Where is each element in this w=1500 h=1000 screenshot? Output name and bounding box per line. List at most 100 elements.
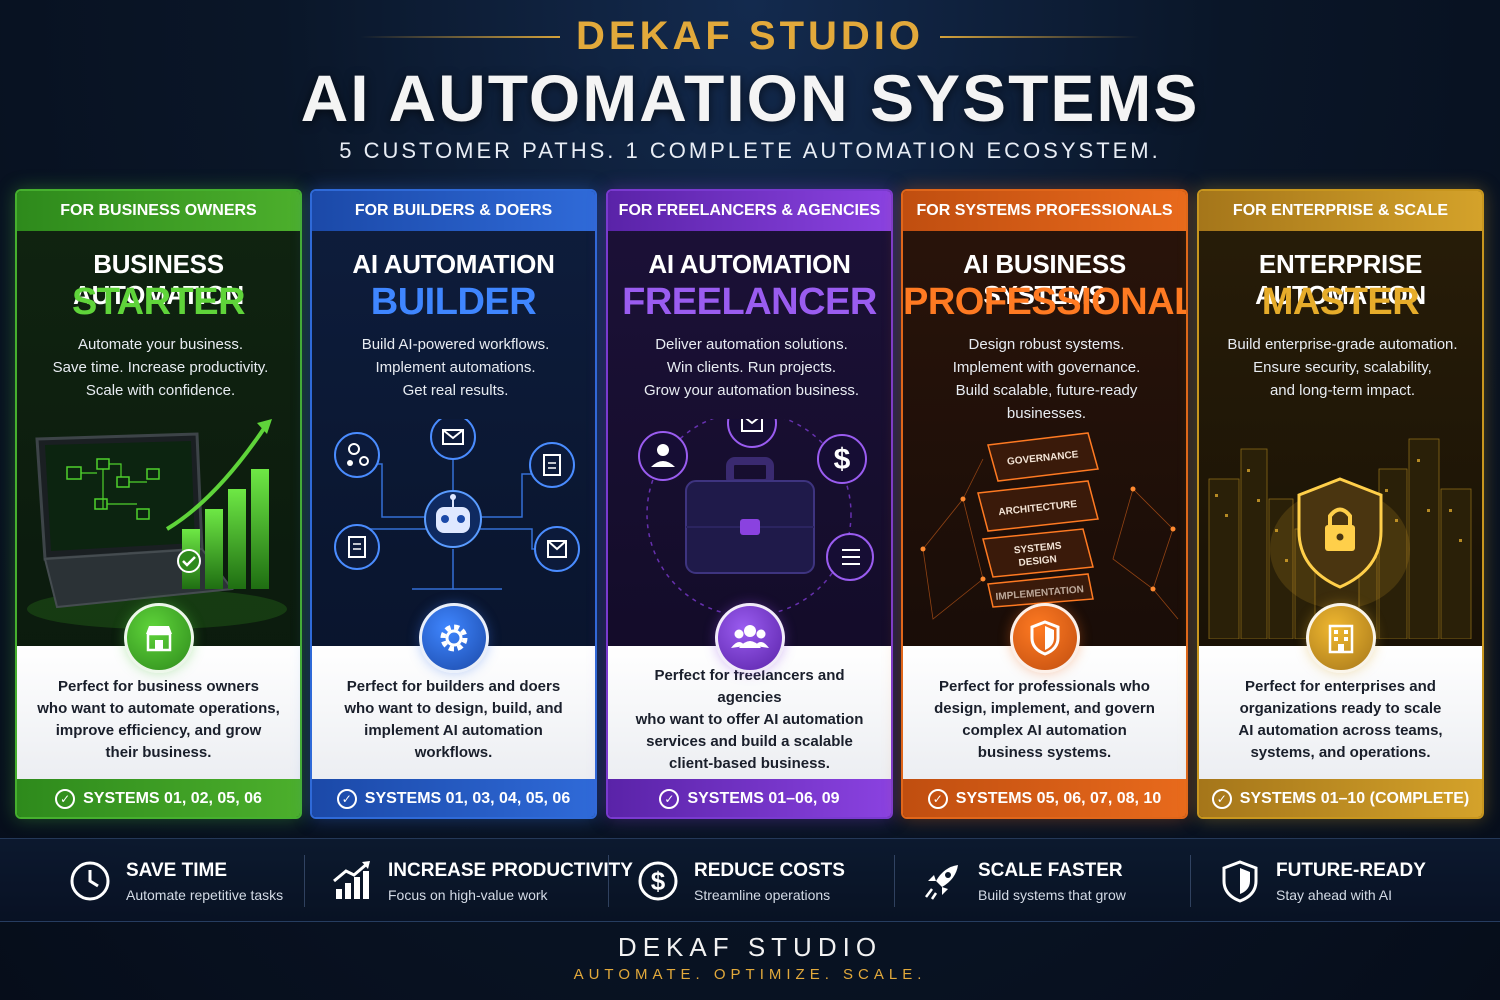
systems-label: SYSTEMS 01, 03, 04, 05, 06 (364, 790, 571, 807)
card-professional[interactable]: FOR SYSTEMS PROFESSIONALS AI BUSINESS SY… (901, 189, 1188, 819)
panel-line: Perfect for freelancers and agencies (654, 666, 845, 706)
check-circle-icon: ✓ (336, 789, 357, 809)
desc-line: Build AI-powered workflows. (361, 336, 550, 353)
benefit-divider (304, 855, 305, 907)
benefit-scale-faster: SCALE FASTER Build systems that grow (920, 839, 1126, 923)
card-starter[interactable]: FOR BUSINESS OWNERS BUSINESS AUTOMATION … (15, 189, 302, 819)
block-systems: SYSTEMS (1013, 541, 1062, 557)
panel-line: complex AI automation (962, 721, 1127, 739)
desc-line: Win clients. Run projects. (666, 359, 837, 376)
desc-line: Design robust systems. (968, 336, 1125, 353)
desc-line: Build enterprise-grade automation. (1227, 336, 1458, 353)
benefit-title: INCREASE PRODUCTIVITY (388, 859, 633, 881)
desc-line: Deliver automation solutions. (655, 336, 848, 353)
card-title: ENTERPRISE AUTOMATION (1255, 249, 1426, 310)
city-security-illustration (1208, 438, 1472, 639)
benefit-future-ready: FUTURE-READY Stay ahead with AI (1218, 839, 1426, 923)
dollar-icon: $ (636, 859, 680, 903)
panel-line: organizations ready to scale (1239, 699, 1442, 717)
check-circle-icon: ✓ (659, 789, 680, 809)
card-audience-tag: FOR FREELANCERS & AGENCIES (608, 191, 891, 231)
panel-line: Perfect for professionals who (939, 677, 1150, 695)
brand-divider-right (940, 35, 1140, 38)
benefit-subtitle: Build systems that grow (978, 886, 1126, 903)
footer-brand: DEKAF STUDIO (617, 932, 883, 962)
footer-tagline: AUTOMATE. OPTIMIZE. SCALE. (573, 966, 927, 983)
panel-line: who want to automate operations, (37, 699, 280, 717)
card-audience-tag: FOR SYSTEMS PROFESSIONALS (903, 191, 1186, 231)
desc-line: Grow your automation business. (643, 382, 860, 399)
card-audience-tag: FOR BUILDERS & DOERS (312, 191, 595, 231)
benefit-divider (608, 855, 609, 907)
rocket-icon (920, 859, 964, 903)
panel-line: AI automation across teams, (1238, 721, 1443, 739)
check-circle-icon: ✓ (55, 789, 76, 809)
card-audience-tag: FOR BUSINESS OWNERS (17, 191, 300, 231)
panel-line: workflows. (414, 743, 493, 761)
card-title: AI AUTOMATION (648, 249, 851, 279)
card-title: AI BUSINESS SYSTEMS (963, 249, 1126, 310)
card-audience-panel: Perfect for freelancers and agencies who… (608, 646, 891, 779)
benefit-title: SAVE TIME (126, 859, 227, 881)
card-systems-bar: ✓ SYSTEMS 01, 03, 04, 05, 06 (312, 779, 595, 817)
systems-label: SYSTEMS 05, 06, 07, 08, 10 (955, 790, 1162, 807)
card-systems-bar: ✓ SYSTEMS 05, 06, 07, 08, 10 (903, 779, 1186, 817)
desc-line: Implement with governance. (952, 359, 1141, 376)
card-audience-tag: FOR ENTERPRISE & SCALE (1199, 191, 1482, 231)
card-audience-panel: Perfect for enterprises and organization… (1199, 646, 1482, 779)
panel-line: business systems. (977, 743, 1112, 761)
desc-line: Build scalable, future-ready (955, 382, 1138, 399)
brand-divider-left (360, 35, 560, 38)
storefront-icon (124, 603, 194, 673)
svg-text:$: $ (834, 443, 851, 476)
desc-line: Ensure security, scalability, (1253, 359, 1432, 376)
shield-icon (1218, 859, 1262, 903)
card-description: Deliver automation solutions. Win client… (618, 333, 885, 402)
desc-line: Automate your business. (77, 336, 244, 353)
panel-line: improve efficiency, and grow (55, 721, 262, 739)
desc-line: Implement automations. (375, 359, 536, 376)
building-icon (1306, 603, 1376, 673)
card-title: BUSINESS AUTOMATION (73, 249, 244, 310)
card-master[interactable]: FOR ENTERPRISE & SCALE ENTERPRISE AUTOMA… (1197, 189, 1484, 819)
panel-line: implement AI automation (364, 721, 543, 739)
card-systems-bar: ✓ SYSTEMS 01–06, 09 (608, 779, 891, 817)
card-builder[interactable]: FOR BUILDERS & DOERS AI AUTOMATION BUILD… (310, 189, 597, 819)
panel-line: client-based business. (669, 754, 830, 772)
check-circle-icon: ✓ (927, 789, 948, 809)
panel-line: services and build a scalable (646, 732, 853, 750)
panel-line: Perfect for builders and doers (346, 677, 561, 695)
briefcase-illustration: $ (638, 419, 874, 617)
desc-line: Scale with confidence. (85, 382, 236, 399)
brand-name: DEKAF STUDIO (576, 14, 924, 58)
block-design: DESIGN (1018, 554, 1057, 569)
systems-label: SYSTEMS 01–10 (COMPLETE) (1239, 790, 1470, 807)
panel-line: Perfect for business owners (58, 677, 259, 695)
system-blocks-illustration: GOVERNANCE ARCHITECTURE SYSTEMS DESIGN I… (920, 432, 1179, 620)
benefit-subtitle: Streamline operations (694, 886, 831, 903)
desc-line: businesses. (1006, 405, 1087, 422)
panel-line: who want to design, build, and (344, 699, 563, 717)
clock-icon (68, 859, 112, 903)
path-cards: FOR BUSINESS OWNERS BUSINESS AUTOMATION … (15, 189, 1485, 819)
card-freelancer[interactable]: FOR FREELANCERS & AGENCIES AI AUTOMATION… (606, 189, 893, 819)
card-description: Design robust systems. Implement with go… (913, 333, 1180, 425)
card-title: AI AUTOMATION (352, 249, 555, 279)
card-level: FREELANCER (622, 281, 877, 323)
panel-line: systems, and operations. (1250, 743, 1431, 761)
benefit-subtitle: Stay ahead with AI (1276, 886, 1392, 903)
panel-line: Perfect for enterprises and (1245, 677, 1436, 695)
benefit-title: SCALE FASTER (978, 859, 1123, 881)
shield-icon (1010, 603, 1080, 673)
benefit-divider (894, 855, 895, 907)
card-description: Build enterprise-grade automation. Ensur… (1209, 333, 1476, 402)
card-systems-bar: ✓ SYSTEMS 01–10 (COMPLETE) (1199, 779, 1482, 817)
desc-line: Get real results. (402, 382, 509, 399)
systems-label: SYSTEMS 01–06, 09 (687, 790, 840, 807)
card-description: Build AI-powered workflows. Implement au… (322, 333, 589, 402)
benefit-title: FUTURE-READY (1276, 859, 1426, 881)
card-level: BUILDER (370, 281, 537, 323)
